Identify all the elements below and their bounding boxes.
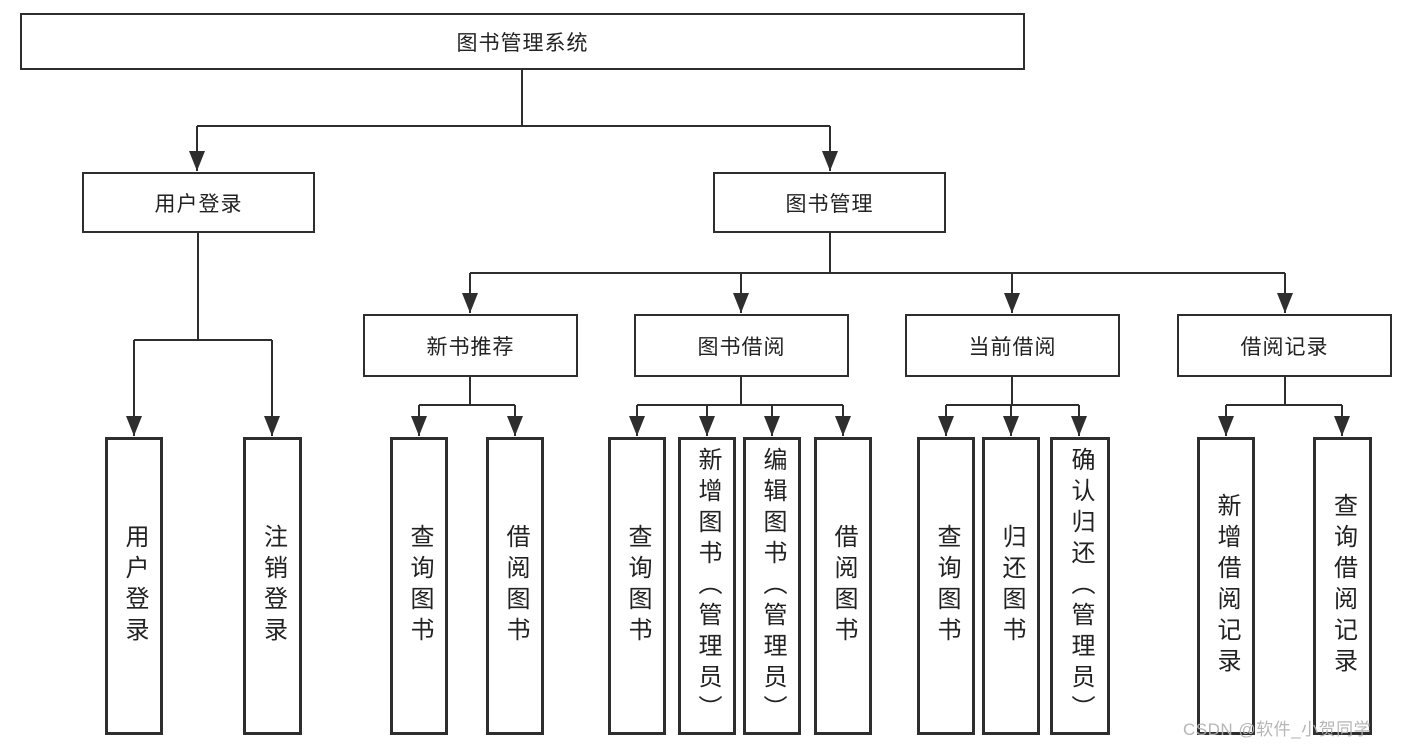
connectors-new-book-rec xyxy=(411,377,523,436)
node-label: 图书管理 xyxy=(785,192,874,216)
node-library-management-system: 图书管理系统 xyxy=(20,13,1025,70)
node-label: 借阅图书 xyxy=(502,524,529,648)
node-leaf-query-books-2: 查询图书 xyxy=(608,437,666,735)
node-leaf-query-borrow-record: 查询借阅记录 xyxy=(1313,437,1372,735)
node-leaf-user-login: 用户登录 xyxy=(105,437,163,735)
node-label: 注销登录 xyxy=(259,524,287,648)
node-leaf-add-books-admin: 新增图书（管理员） xyxy=(678,437,736,735)
node-leaf-borrow-books-1: 借阅图书 xyxy=(486,437,544,735)
node-leaf-query-books-3: 查询图书 xyxy=(917,437,975,735)
watermark: CSDN @软件_小贺同学 xyxy=(1183,720,1372,739)
node-book-management: 图书管理 xyxy=(713,172,946,233)
node-leaf-query-books-1: 查询图书 xyxy=(390,437,448,735)
node-label: 查询图书 xyxy=(406,524,433,648)
node-leaf-confirm-return-admin: 确认归还（管理员） xyxy=(1050,437,1110,735)
node-label: 图书管理系统 xyxy=(456,31,589,55)
connectors-book-management xyxy=(462,233,1293,313)
node-leaf-add-borrow-record: 新增借阅记录 xyxy=(1197,437,1255,735)
node-label: 编辑图书（管理员） xyxy=(759,446,786,726)
connectors-book-borrow xyxy=(629,377,851,436)
node-label: 查询借阅记录 xyxy=(1329,493,1357,679)
node-label: 新增借阅记录 xyxy=(1213,493,1240,679)
node-label: 图书借阅 xyxy=(697,335,786,359)
node-label: 查询图书 xyxy=(624,524,651,648)
node-borrow-record: 借阅记录 xyxy=(1177,314,1392,377)
node-user-login: 用户登录 xyxy=(82,172,315,233)
connectors-borrow-record xyxy=(1218,377,1350,436)
node-leaf-return-books: 归还图书 xyxy=(982,437,1040,735)
node-leaf-edit-books-admin: 编辑图书（管理员） xyxy=(743,437,801,735)
node-leaf-logout: 注销登录 xyxy=(243,437,302,735)
node-label: 用户登录 xyxy=(154,192,243,216)
node-label: 用户登录 xyxy=(121,524,148,648)
node-label: 确认归还（管理员） xyxy=(1067,446,1094,726)
node-label: 借阅图书 xyxy=(830,524,857,648)
node-current-borrow: 当前借阅 xyxy=(905,314,1120,377)
node-label: 借阅记录 xyxy=(1240,335,1329,359)
node-book-borrow: 图书借阅 xyxy=(634,314,849,377)
node-leaf-borrow-books-2: 借阅图书 xyxy=(814,437,872,735)
node-label: 新书推荐 xyxy=(426,335,515,359)
node-label: 查询图书 xyxy=(933,524,960,648)
connectors-root xyxy=(189,70,838,171)
node-label: 新增图书（管理员） xyxy=(694,446,721,726)
node-label: 当前借阅 xyxy=(968,335,1057,359)
connectors-user-login xyxy=(126,233,280,436)
node-label: 归还图书 xyxy=(998,524,1025,648)
connectors-current-borrow xyxy=(938,377,1087,436)
node-new-book-recommend: 新书推荐 xyxy=(363,314,578,377)
